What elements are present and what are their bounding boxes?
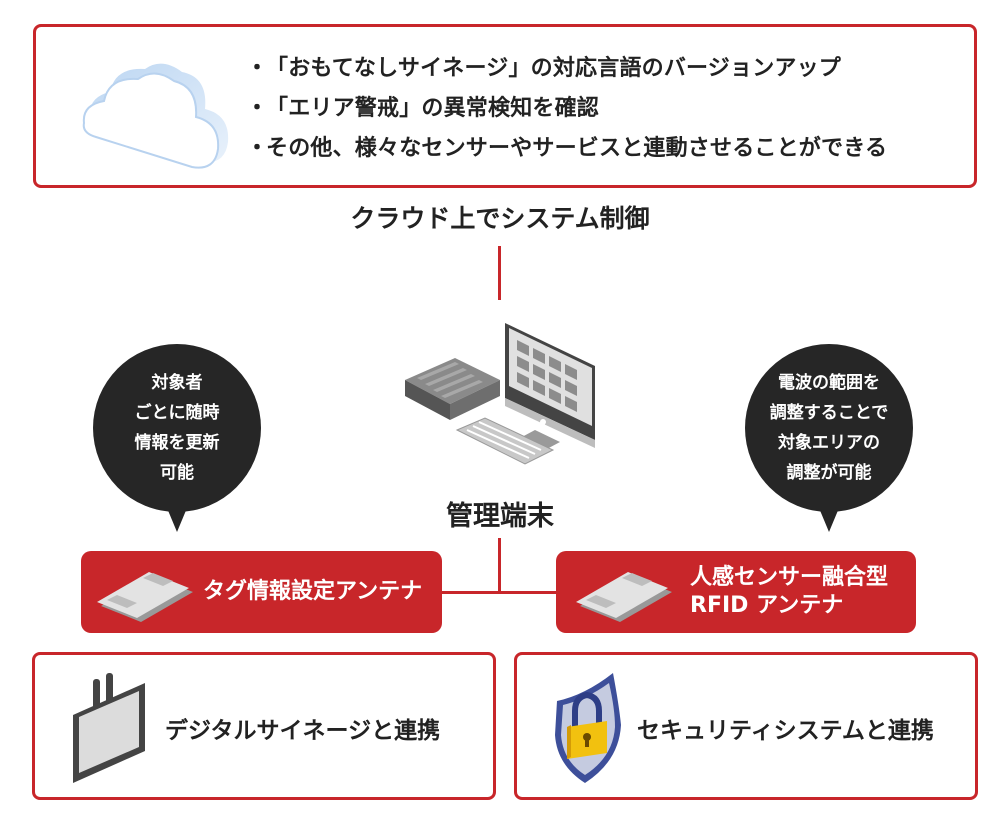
cloud-features-panel: ・「おもてなしサイネージ」の対応言語のバージョンアップ ・「エリア警戒」の異常検… (33, 24, 977, 188)
bubble-line: 調整が可能 (786, 463, 872, 483)
connector-terminal-down (498, 538, 501, 594)
feature-item: ・その他、様々なセンサーやサービスと連動させることができる (246, 129, 887, 169)
security-lock-shield-icon (555, 673, 621, 783)
cloud-control-title: クラウド上でシステム制御 (350, 204, 650, 233)
rfid-antenna-line2: RFID アンテナ (690, 593, 844, 618)
rfid-antenna-box: 人感センサー融合型 RFID アンテナ (556, 551, 916, 633)
bubble-tail (819, 508, 839, 532)
digital-signage-icon (73, 673, 145, 783)
bubble-line: 情報を更新 (134, 433, 220, 453)
bubble-line: 調整することで (769, 403, 889, 423)
feature-list: ・「おもてなしサイネージ」の対応言語のバージョンアップ ・「エリア警戒」の異常検… (246, 49, 887, 169)
bullet-glyph: ・ (246, 136, 269, 161)
connector-horizontal (440, 591, 560, 594)
security-integration-label: セキュリティシステムと連携 (637, 718, 934, 744)
management-terminal-label: 管理端末 (446, 501, 554, 532)
security-integration-box: セキュリティシステムと連携 (514, 652, 978, 800)
bubble-line: 可能 (160, 463, 194, 483)
feature-item: ・「おもてなしサイネージ」の対応言語のバージョンアップ (246, 49, 887, 89)
speech-bubble-right: 電波の範囲を 調整することで 対象エリアの 調整が可能 (745, 344, 913, 532)
bullet-glyph: ・ (246, 56, 269, 81)
computer-terminal-icon (405, 323, 595, 465)
bubble-tail (167, 508, 187, 532)
feature-text: 「エリア警戒」の異常検知を確認 (266, 96, 600, 121)
feature-text: 「おもてなしサイネージ」の対応言語のバージョンアップ (266, 56, 842, 81)
tag-setting-antenna-label: タグ情報設定アンテナ (203, 579, 423, 604)
bubble-line: ごとに随時 (134, 403, 220, 423)
bullet-glyph: ・ (246, 96, 269, 121)
rfid-tag-icon (97, 572, 193, 622)
feature-text: その他、様々なセンサーやサービスと連動させることができる (266, 136, 888, 161)
rfid-tag-icon (576, 572, 672, 622)
signage-integration-box: デジタルサイネージと連携 (32, 652, 496, 800)
bubble-line: 対象エリアの (778, 433, 880, 453)
tag-setting-antenna-box: タグ情報設定アンテナ (81, 551, 442, 633)
speech-bubble-left: 対象者 ごとに随時 情報を更新 可能 (93, 344, 261, 532)
bubble-line: 電波の範囲を (778, 373, 880, 393)
feature-item: ・「エリア警戒」の異常検知を確認 (246, 89, 887, 129)
signage-integration-label: デジタルサイネージと連携 (165, 718, 441, 744)
bubble-line: 対象者 (151, 373, 203, 393)
rfid-antenna-line1: 人感センサー融合型 (690, 565, 889, 590)
rfid-antenna-label: 人感センサー融合型 RFID アンテナ (690, 564, 888, 620)
connector-cloud-to-terminal (498, 246, 501, 300)
cloud-icon (82, 63, 229, 169)
